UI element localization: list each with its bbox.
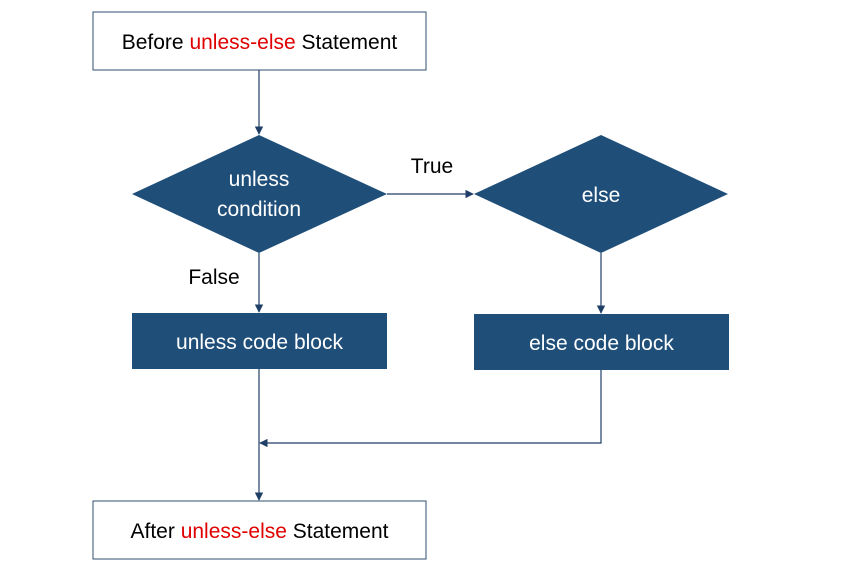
condition-diamond (132, 135, 387, 253)
start-label: Before unless-else Statement (122, 31, 398, 54)
start-node: Before unless-else Statement (92, 11, 427, 71)
start-suffix: Statement (296, 31, 398, 54)
else-block-box (474, 314, 729, 370)
else-block-label: else code block (529, 332, 674, 355)
unless-block-node: unless code block (132, 313, 387, 369)
else-node: else (474, 135, 728, 253)
unless-block-label: unless code block (176, 331, 343, 354)
connector-else-merge (259, 370, 602, 448)
else-block-node: else code block (474, 314, 729, 370)
unless-block-box (132, 313, 387, 369)
end-keyword: unless-else (181, 520, 287, 543)
condition-line1: unless (229, 168, 290, 191)
false-label: False (188, 266, 239, 289)
else-label: else (582, 184, 621, 207)
else-diamond (474, 135, 728, 253)
end-box (92, 500, 427, 560)
condition-line2: condition (217, 198, 301, 221)
connectors (254, 70, 606, 501)
start-prefix: Before (122, 31, 190, 54)
end-node: After unless-else Statement (92, 500, 427, 560)
end-suffix: Statement (287, 520, 389, 543)
condition-node: unless condition (132, 135, 387, 253)
true-label: True (411, 155, 453, 178)
end-label: After unless-else Statement (131, 520, 389, 543)
end-prefix: After (131, 520, 181, 543)
start-keyword: unless-else (189, 31, 295, 54)
start-box (92, 11, 427, 71)
